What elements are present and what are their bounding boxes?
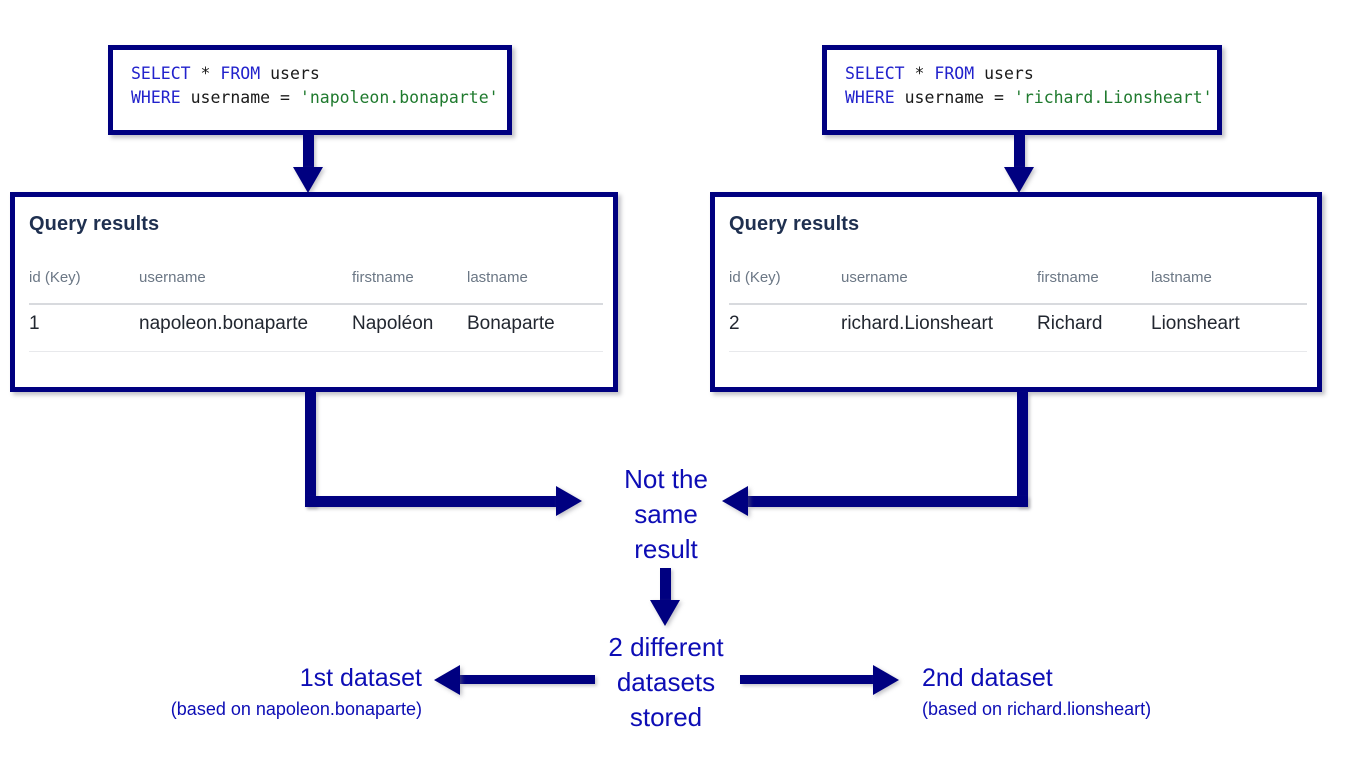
- arrowhead-left-to-center: [556, 486, 582, 516]
- results-table-left: id (Key) username firstname lastname 1 n…: [29, 267, 603, 352]
- sql-table-name: users: [260, 64, 320, 83]
- sql-line-1-left: SELECT * FROM users: [131, 62, 493, 86]
- connector-right-vertical: [1017, 392, 1028, 507]
- sql-line-2-right: WHERE username = 'richard.Lionsheart': [845, 86, 1213, 110]
- two-datasets-label: 2 different datasets stored: [608, 632, 724, 732]
- table-header-row: id (Key) username firstname lastname: [29, 267, 603, 305]
- sql-keyword-select: SELECT: [131, 64, 191, 83]
- cell-username: napoleon.bonaparte: [139, 313, 309, 334]
- cell-firstname: Richard: [1037, 313, 1103, 334]
- column-header-id: id (Key): [29, 269, 81, 286]
- table-header-row: id (Key) username firstname lastname: [729, 267, 1307, 305]
- cell-username: richard.Lionsheart: [841, 313, 994, 334]
- arrow-shaft-to-first-dataset: [460, 675, 595, 684]
- sql-query-box-left: SELECT * FROM users WHERE username = 'na…: [108, 45, 512, 135]
- query-results-title: Query results: [29, 213, 160, 235]
- sql-keyword-where: WHERE: [845, 88, 895, 107]
- query-results-box-left: Query results id (Key) username firstnam…: [10, 192, 618, 392]
- cell-lastname: Bonaparte: [467, 313, 555, 334]
- table-row: 1 napoleon.bonaparte Napoléon Bonaparte: [29, 305, 603, 352]
- query-results-box-right: Query results id (Key) username firstnam…: [710, 192, 1322, 392]
- arrowhead-left-query-to-results: [293, 167, 323, 193]
- sql-keyword-from: FROM: [220, 64, 261, 83]
- arrowhead-right-query-to-results: [1004, 167, 1034, 193]
- cell-lastname: Lionsheart: [1151, 313, 1240, 334]
- connector-left-horizontal: [305, 496, 558, 507]
- query-results-title: Query results: [729, 213, 860, 235]
- arrow-shaft-left-query-to-results: [303, 135, 314, 175]
- sql-string-literal: 'napoleon.bonaparte': [299, 88, 499, 107]
- sql-query-box-right: SELECT * FROM users WHERE username = 'ri…: [822, 45, 1222, 135]
- cell-firstname: Napoléon: [352, 313, 434, 334]
- sql-expression: username =: [180, 88, 300, 107]
- sql-expression: username =: [894, 88, 1014, 107]
- arrow-shaft-center-down: [660, 568, 671, 608]
- connector-left-vertical: [305, 392, 316, 507]
- second-dataset-subtitle: (based on richard.lionsheart): [922, 699, 1152, 719]
- sql-keyword-select: SELECT: [845, 64, 905, 83]
- sql-string-literal: 'richard.Lionsheart': [1013, 88, 1213, 107]
- sql-line-1-right: SELECT * FROM users: [845, 62, 1203, 86]
- first-dataset-title: 1st dataset: [299, 664, 422, 692]
- sql-star: *: [190, 64, 221, 83]
- sql-table-name: users: [974, 64, 1034, 83]
- column-header-id: id (Key): [729, 269, 781, 286]
- table-row: 2 richard.Lionsheart Richard Lionsheart: [729, 305, 1307, 352]
- arrowhead-right-to-center: [722, 486, 748, 516]
- column-header-username: username: [841, 269, 908, 286]
- arrowhead-second-dataset: [873, 665, 899, 695]
- column-header-lastname: lastname: [1151, 269, 1212, 286]
- column-header-firstname: firstname: [1037, 269, 1099, 286]
- sql-star: *: [904, 64, 935, 83]
- sql-line-2-left: WHERE username = 'napoleon.bonaparte': [131, 86, 499, 110]
- column-header-firstname: firstname: [352, 269, 414, 286]
- first-dataset-label: 1st dataset (based on napoleon.bonaparte…: [40, 664, 422, 720]
- arrow-shaft-right-query-to-results: [1014, 135, 1025, 175]
- column-header-lastname: lastname: [467, 269, 528, 286]
- column-header-username: username: [139, 269, 206, 286]
- arrowhead-center-down: [650, 600, 680, 626]
- cell-id: 2: [729, 313, 740, 334]
- sql-keyword-from: FROM: [934, 64, 975, 83]
- sql-keyword-where: WHERE: [131, 88, 181, 107]
- second-dataset-title: 2nd dataset: [922, 664, 1053, 692]
- connector-right-horizontal: [748, 496, 1028, 507]
- results-table-right: id (Key) username firstname lastname 2 r…: [729, 267, 1307, 352]
- not-same-result-label: Not the same result: [624, 464, 708, 564]
- cell-id: 1: [29, 313, 40, 334]
- second-dataset-label: 2nd dataset (based on richard.lionsheart…: [922, 664, 1322, 720]
- arrow-shaft-to-second-dataset: [740, 675, 875, 684]
- first-dataset-subtitle: (based on napoleon.bonaparte): [170, 699, 422, 719]
- arrowhead-first-dataset: [434, 665, 460, 695]
